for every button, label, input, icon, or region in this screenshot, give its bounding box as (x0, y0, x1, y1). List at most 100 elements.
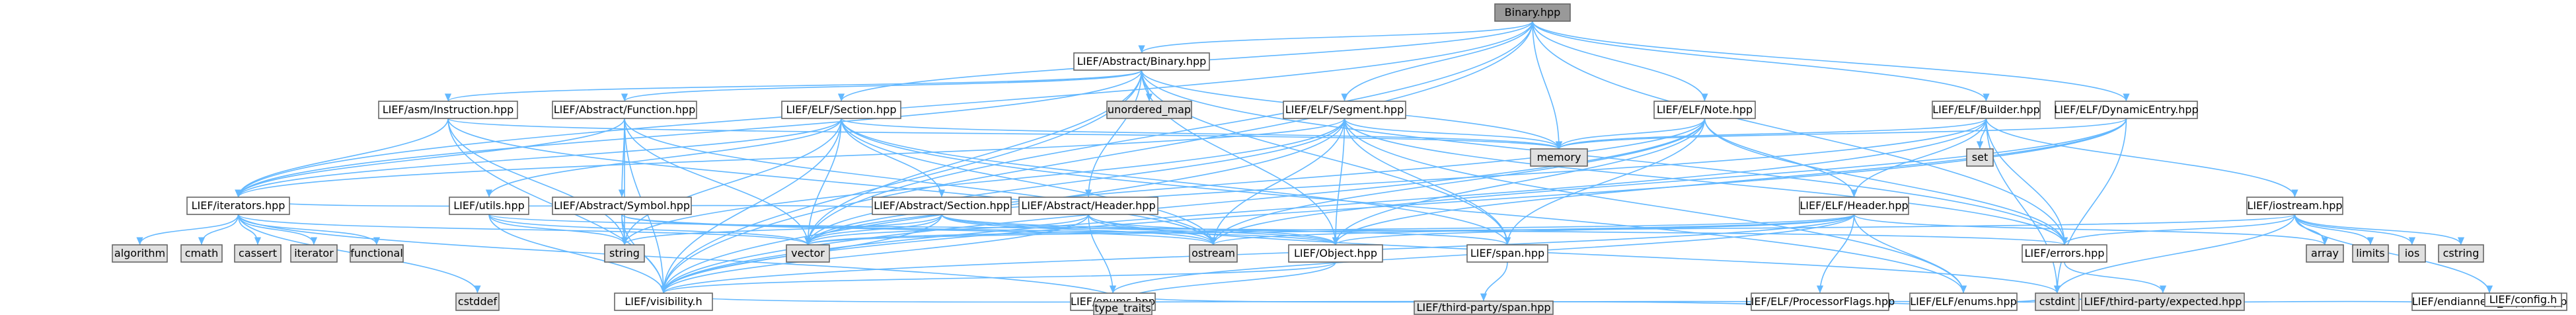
node-box (1751, 292, 1889, 311)
graph-node-cstdint: cstdint (2035, 292, 2080, 311)
node-box (2352, 244, 2389, 263)
graph-node-third-party-expected-hpp: LIEF/third-party/expected.hpp (2081, 292, 2245, 311)
dependency-edge-abstract_header_hpp-to-cstdint (1088, 214, 2061, 294)
graph-node-elf-section-hpp[interactable]: LIEF/ELF/Section.hpp (781, 101, 901, 119)
graph-node-errors-hpp[interactable]: LIEF/errors.hpp (2022, 244, 2107, 263)
graph-node-cassert: cassert (234, 244, 282, 263)
node-box (552, 101, 697, 119)
graph-node-abstract-section-hpp[interactable]: LIEF/Abstract/Section.hpp (872, 197, 1012, 215)
node-box (1288, 244, 1383, 263)
node-label: LIEF/Abstract/Symbol.hpp (554, 199, 690, 212)
graph-node-binary-hpp[interactable]: Binary.hpp (1494, 3, 1571, 22)
dependency-edge-elf_note_hpp-to-elf_header_hpp (1704, 118, 1858, 198)
graph-node-span-hpp[interactable]: LIEF/span.hpp (1466, 244, 1548, 263)
dependency-edge-iterators_hpp-to-cassert (237, 214, 262, 246)
dependency-edge-elf_builder_hpp-to-memory (1556, 118, 1987, 150)
dependency-edge-elf_header_hpp-to-vector (804, 214, 1855, 246)
node-box (2484, 292, 2562, 307)
node-label: limits (2356, 247, 2385, 259)
graph-node-asm-instruction-hpp[interactable]: LIEF/asm/Instruction.hpp (378, 101, 518, 119)
graph-node-object-hpp[interactable]: LIEF/Object.hpp (1288, 244, 1383, 263)
graph-node-algorithm: algorithm (112, 244, 168, 263)
node-box (1106, 101, 1192, 119)
graph-node-elf-dynamicentry-hpp[interactable]: LIEF/ELF/DynamicEntry.hpp (2054, 101, 2199, 119)
dependency-edge-utils_hpp-to-string (488, 214, 628, 246)
node-label: set (1972, 151, 1988, 163)
graph-node-ios: ios (2398, 244, 2426, 263)
dependency-edge-binary_hpp-to-visibility_h (660, 21, 1533, 294)
graph-node-abstract-function-hpp[interactable]: LIEF/Abstract/Function.hpp (552, 101, 697, 119)
dependency-edge-elf_section_hpp-to-abstract_section_hpp (841, 118, 946, 198)
dependency-edge-iostream_hpp-to-vector (805, 214, 2296, 246)
dependency-edge-elf_builder_hpp-to-vector (804, 118, 1987, 246)
node-label: LIEF/ELF/DynamicEntry.hpp (2054, 103, 2198, 116)
graph-node-elf-builder-hpp[interactable]: LIEF/ELF/Builder.hpp (1932, 101, 2041, 119)
dependency-edge-elf_dynamicentry_hpp-to-ostream (1210, 118, 2127, 246)
dependency-edge-abstract_header_hpp-to-vector (804, 214, 1089, 246)
node-box (1932, 101, 2041, 119)
graph-node-unordered-map: unordered_map (1106, 101, 1192, 119)
graph-node-elf-processorflags-hpp[interactable]: LIEF/ELF/ProcessorFlags.hpp (1745, 292, 1895, 311)
node-box (378, 101, 518, 119)
dependency-edge-iostream_hpp-to-ios (2294, 214, 2416, 246)
graph-node-abstract-symbol-hpp[interactable]: LIEF/Abstract/Symbol.hpp (552, 197, 692, 215)
node-box (786, 244, 830, 263)
dependency-edge-iterators_hpp-to-algorithm (136, 214, 239, 246)
dependency-edge-asm_instruction_hpp-to-string (447, 118, 628, 246)
dependency-edge-binary_hpp-to-abstract_binary_hpp (1138, 21, 1533, 54)
graph-node-iterators-hpp[interactable]: LIEF/iterators.hpp (186, 197, 290, 215)
node-label: type_traits (1094, 302, 1151, 315)
graph-node-utils-hpp[interactable]: LIEF/utils.hpp (449, 197, 529, 215)
graph-node-config-h[interactable]: LIEF/config.h (2484, 292, 2562, 307)
node-label: LIEF/Abstract/Section.hpp (874, 199, 1010, 212)
dependency-edge-abstract_header_hpp-to-object_hpp (1088, 214, 1339, 246)
graph-node-cstddef: cstddef (455, 292, 500, 311)
graph-node-elf-enums-hpp[interactable]: LIEF/ELF/enums.hpp (1909, 292, 2018, 311)
dependency-edge-elf_dynamicentry_hpp-to-object_hpp (1332, 118, 2127, 246)
dependency-edge-binary_hpp-to-elf_note_hpp (1532, 21, 1708, 102)
dependency-edge-elf_section_hpp-to-iterators_hpp (235, 118, 842, 198)
graph-node-elf-note-hpp[interactable]: LIEF/ELF/Note.hpp (1653, 101, 1756, 119)
dependency-edge-object_hpp-to-visibility_h (660, 261, 1336, 294)
graph-node-type-traits: type_traits (1093, 301, 1153, 315)
dependency-edge-elf_section_hpp-to-ostream (841, 118, 1217, 246)
node-label: Binary.hpp (1505, 6, 1561, 19)
dependency-edge-abstract_header_hpp-to-visibility_h (660, 214, 1089, 294)
node-label: cstdint (2039, 295, 2075, 308)
graph-node-array: array (2306, 244, 2344, 263)
node-label: cstring (2443, 247, 2480, 259)
dependency-edge-abstract_binary_hpp-to-iterators_hpp (235, 69, 1143, 198)
dependency-edge-elf_dynamicentry_hpp-to-memory (1556, 118, 2127, 150)
node-box (449, 197, 529, 215)
graph-node-elf-segment-hpp[interactable]: LIEF/ELF/Segment.hpp (1283, 101, 1406, 119)
node-box (614, 292, 713, 311)
dependency-edge-binary_hpp-to-elf_builder_hpp (1532, 21, 1990, 102)
dependency-edge-iterators_hpp-to-type_traits (237, 214, 1126, 302)
dependency-edge-iterators_hpp-to-functional (237, 214, 381, 246)
dependency-edge-abstract_binary_hpp-to-asm_instruction_hpp (445, 69, 1143, 102)
graph-node-abstract-binary-hpp[interactable]: LIEF/Abstract/Binary.hpp (1073, 52, 1210, 71)
node-box (350, 244, 404, 263)
graph-node-elf-header-hpp[interactable]: LIEF/ELF/Header.hpp (1799, 197, 1909, 215)
graph-node-abstract-header-hpp[interactable]: LIEF/Abstract/Header.hpp (1018, 197, 1158, 215)
node-box (1909, 292, 2018, 311)
graph-node-third-party-span-hpp: LIEF/third-party/span.hpp (1414, 300, 1554, 315)
node-box (455, 292, 500, 311)
node-label: LIEF/ELF/enums.hpp (1910, 295, 2017, 308)
node-label: LIEF/asm/Instruction.hpp (383, 103, 514, 116)
node-label: cstddef (458, 295, 498, 308)
node-label: cassert (239, 247, 277, 259)
graph-node-iostream-hpp[interactable]: LIEF/iostream.hpp (2246, 197, 2343, 215)
graph-node-visibility-h[interactable]: LIEF/visibility.h (614, 292, 713, 311)
node-label: LIEF/visibility.h (625, 295, 702, 308)
dependency-edge-elf_segment_hpp-to-errors_hpp (1344, 118, 2068, 246)
node-box (872, 197, 1012, 215)
node-label: LIEF/errors.hpp (2025, 247, 2105, 259)
node-label: array (2311, 247, 2339, 259)
node-label: functional (350, 247, 403, 259)
graph-node-set: set (1966, 148, 1994, 167)
dependency-edge-iostream_hpp-to-cstdint (2053, 214, 2296, 294)
node-box (234, 244, 282, 263)
graph-node-cmath: cmath (180, 244, 223, 263)
